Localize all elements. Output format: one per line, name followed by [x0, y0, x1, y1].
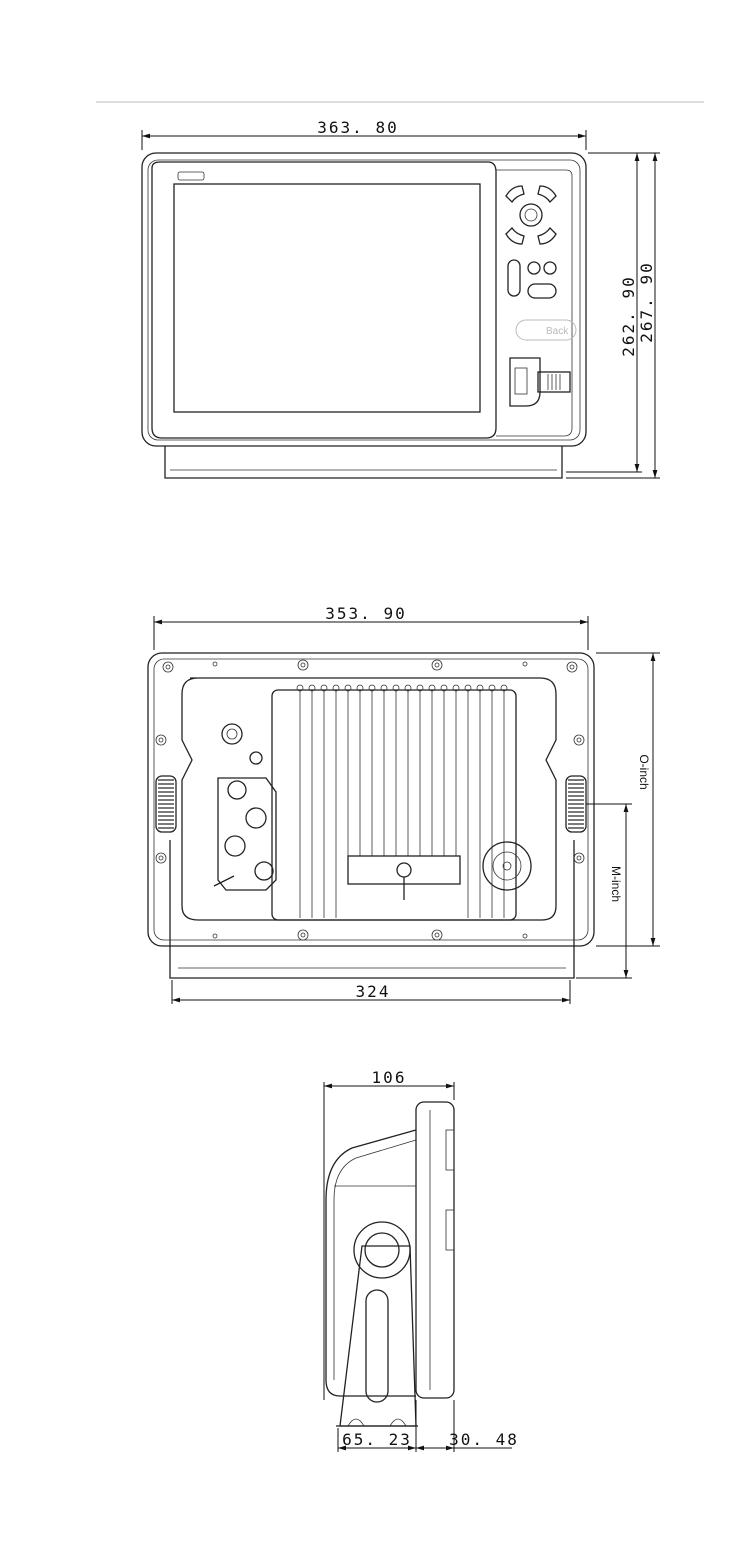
- fin-tip: [488, 684, 496, 692]
- fin-tip: [308, 684, 316, 692]
- connector-a: [227, 780, 247, 800]
- o-inch-label: O-inch: [637, 754, 651, 789]
- rear-width-label: 353. 90: [325, 604, 406, 623]
- side-key: [507, 259, 521, 297]
- back-button: [515, 319, 577, 341]
- key-2: [543, 261, 557, 275]
- keypad-panel: [496, 169, 573, 437]
- card-slot: [509, 357, 541, 407]
- fin-tip: [380, 684, 388, 692]
- heatsink: [271, 689, 517, 921]
- front-bezel: [141, 152, 587, 447]
- connector-panel: [217, 777, 277, 891]
- fin-tip: [332, 684, 340, 692]
- fin-tip: [320, 684, 328, 692]
- knob-left: [155, 775, 177, 833]
- fin-tip: [368, 684, 376, 692]
- connector-d: [254, 861, 274, 881]
- fin-tip: [344, 684, 352, 692]
- key-3: [527, 283, 557, 299]
- rear-bracket: [169, 840, 575, 979]
- fin-tip: [440, 684, 448, 692]
- m-inch-label: M-inch: [609, 866, 623, 902]
- side-bracket: [339, 1245, 417, 1427]
- rear-screws: [155, 659, 585, 941]
- bracket-knob: [353, 1221, 411, 1279]
- dpad: [505, 185, 557, 245]
- front-depth-label: 30. 48: [449, 1430, 519, 1449]
- connector-small: [249, 751, 263, 765]
- bracket-slot: [365, 1289, 389, 1403]
- rear-bracket-label: 324: [356, 982, 391, 1001]
- key-1: [527, 261, 541, 275]
- back-button-label: Back: [546, 326, 569, 337]
- fin-tip: [356, 684, 364, 692]
- screen-frame: [151, 161, 497, 439]
- fin-tip: [464, 684, 472, 692]
- fin-tip: [404, 684, 412, 692]
- connector-c: [224, 835, 246, 857]
- front-view: Back 363. 80 262. 90 267. 90: [141, 118, 660, 479]
- card-latch: [537, 371, 571, 393]
- screen: [173, 183, 481, 413]
- connector-top: [221, 723, 243, 745]
- fin-tip: [500, 684, 508, 692]
- fin-tip: [416, 684, 424, 692]
- fin-tip: [452, 684, 460, 692]
- fin-tip: [296, 684, 304, 692]
- bracket-depth-label: 65. 23: [342, 1430, 412, 1449]
- fin-tip: [428, 684, 436, 692]
- front-logo-plate: [177, 171, 205, 181]
- fin-tip: [392, 684, 400, 692]
- heatsink-fins: [296, 684, 508, 918]
- connector-b: [245, 807, 267, 829]
- rear-housing: [147, 652, 595, 947]
- front-height-inner-label: 262. 90: [619, 275, 638, 356]
- rear-view: 353. 90 324 O-inch M-inch: [147, 604, 660, 1004]
- side-view: 106 65. 23 30. 48: [323, 1068, 519, 1452]
- front-height-outer-label: 267. 90: [637, 261, 656, 342]
- side-depth-label: 106: [372, 1068, 407, 1087]
- front-foot: [164, 446, 563, 479]
- front-width-label: 363. 80: [317, 118, 398, 137]
- fin-tip: [476, 684, 484, 692]
- side-housing: [325, 1129, 417, 1397]
- power-connector: [482, 841, 532, 891]
